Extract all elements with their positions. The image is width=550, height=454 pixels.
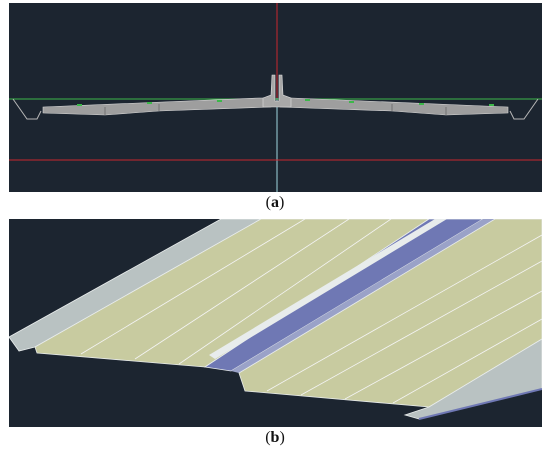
road-3d-drawing [9,219,542,427]
left-lane-line [134,219,350,360]
right-lane-line [392,318,542,404]
right-lane-line [344,290,542,400]
caption-letter: a [271,194,279,211]
caption-paren-open: ( [265,194,271,211]
figure-caption-a: (a) [0,194,550,212]
caption-paren-open: ( [265,429,271,446]
figure-caption-b: (b) [0,429,550,447]
left-ditch [12,98,42,120]
cad-viewport-3d-model[interactable] [9,219,542,427]
right-lane-line [300,260,542,396]
median-barrier-right-edge [231,219,495,373]
median-barrier [262,74,292,108]
median-barrier-top [209,219,447,359]
cross-section-drawing [9,3,542,192]
right-edge-blue [418,388,542,420]
caption-paren-close: ) [279,429,285,446]
right-carriageway [238,219,542,408]
caption-paren-close: ) [279,194,285,211]
cad-viewport-cross-section[interactable] [9,3,542,192]
ground-markers [77,99,494,106]
left-carriageway-section [42,97,272,116]
right-ditch [509,98,539,120]
left-lane-line [178,219,392,365]
left-lane-line [80,219,306,355]
caption-letter: b [270,429,280,446]
right-lane-line [266,234,542,392]
viewport-background [9,3,542,192]
